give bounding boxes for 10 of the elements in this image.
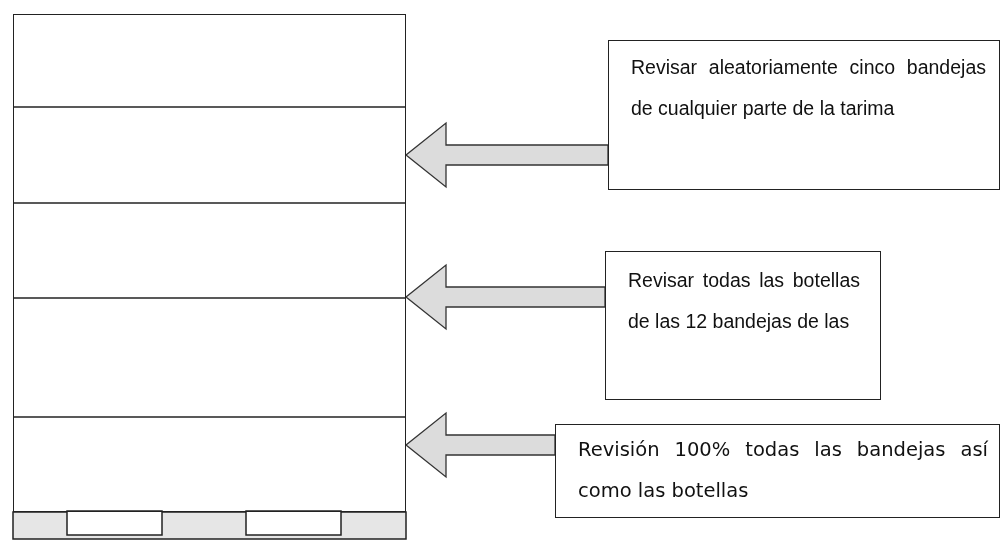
note-box (605, 251, 881, 400)
pallet-stack (13, 14, 406, 512)
instruction-text: Revisar aleatoriamente cinco bandejas de cualquier parte de la tarima (631, 55, 986, 121)
block-arrow (404, 121, 609, 189)
note-box (608, 40, 1000, 190)
instruction-text: Revisión 100% todas las bandejas así como las botellas (578, 437, 988, 504)
block-arrow (404, 411, 556, 479)
block-arrow (404, 263, 606, 331)
instruction-text: Revisar todas las botellas de las 12 bandejas de las (628, 268, 860, 334)
note-box (555, 424, 1000, 518)
